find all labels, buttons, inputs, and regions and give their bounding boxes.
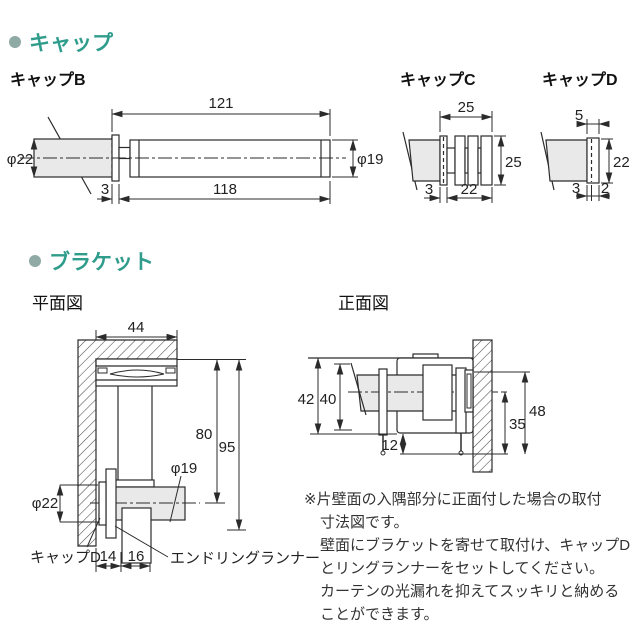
cap-neck xyxy=(118,146,131,160)
cap-d-plate xyxy=(98,481,107,526)
dim-front-center-bottom: 35 xyxy=(509,416,526,433)
dim-cap-b-body: 118 xyxy=(213,181,237,198)
leader-line xyxy=(169,475,182,523)
note-line: 寸法図です。 xyxy=(320,514,409,531)
note-line: カーテンの光漏れを抑えてスッキリと納める xyxy=(320,583,620,600)
cap-c-drawing: 25 25 3 22 xyxy=(402,99,522,203)
section-header-cap: キャップ xyxy=(9,27,113,57)
dim-cap-d-protrude: 2 xyxy=(601,180,609,197)
dim-front-pin: 12 xyxy=(381,437,398,454)
dim-cap-b-total: 121 xyxy=(208,95,233,112)
dim-cap-b-rail-dia: φ22 xyxy=(7,151,33,168)
dim-cap-b-inset: 3 xyxy=(101,181,109,198)
note-line: ※片壁面の入隅部分に正面付した場合の取付 xyxy=(304,491,602,508)
dim-plan-bracket: 16 xyxy=(128,548,145,565)
rail-body xyxy=(356,374,426,412)
dim-cap-d-inset: 3 xyxy=(572,180,580,197)
bracket-clamp xyxy=(422,364,453,421)
label-cap-c: キャップC xyxy=(400,72,476,89)
dim-plan-to-front: 95 xyxy=(219,439,236,456)
dim-plan-wall-offset: 14 xyxy=(100,548,117,565)
cap-ring xyxy=(467,135,479,186)
dim-cap-d-width: 5 xyxy=(575,107,583,124)
ring-runner xyxy=(378,368,388,436)
cap-plate xyxy=(586,137,600,184)
bracket-plate xyxy=(95,358,178,387)
dim-cap-c-inset: 3 xyxy=(425,181,433,198)
label-front-view: 正面図 xyxy=(338,294,389,313)
cap-ring xyxy=(454,135,466,186)
cap-b-drawing: 121 118 3 φ22 φ19 xyxy=(7,95,383,204)
dim-cap-b-cap-dia: φ19 xyxy=(357,151,383,168)
dim-plan-to-center: 80 xyxy=(196,426,213,443)
section-header-bracket: ブラケット xyxy=(29,246,154,276)
dim-cap-c-body: 22 xyxy=(461,181,478,198)
note-line: ことができます。 xyxy=(320,606,439,623)
wall-hatch xyxy=(472,339,493,473)
dim-cap-c-total: 25 xyxy=(458,99,475,116)
section-bullet-icon xyxy=(29,255,41,267)
end-ring-runner xyxy=(105,468,117,539)
label-cap-b: キャップB xyxy=(10,72,86,89)
leaf-spring xyxy=(109,369,165,375)
dim-plan-width: 44 xyxy=(128,319,145,336)
section-title-bracket: ブラケット xyxy=(49,251,154,274)
front-view-drawing: 42 40 12 35 48 xyxy=(298,339,546,473)
leader-line xyxy=(114,525,169,558)
dim-plan-cap-dia: φ19 xyxy=(171,460,197,477)
label-plan-view: 平面図 xyxy=(32,294,83,313)
leader-line xyxy=(86,517,101,548)
cap-ring xyxy=(480,135,493,186)
callout-cap-d: キャップD xyxy=(30,549,101,566)
callout-end-ring-runner: エンドリングランナー xyxy=(170,550,320,567)
cap-d-plate xyxy=(464,369,474,413)
section-title-cap: キャップ xyxy=(29,32,113,55)
notes-block: ※片壁面の入隅部分に正面付した場合の取付 寸法図です。 壁面にブラケットを寄せて… xyxy=(304,488,640,626)
dim-front-inner: 40 xyxy=(320,391,337,408)
break-line xyxy=(350,362,367,416)
dim-plan-rail-dia: φ22 xyxy=(32,495,58,512)
note-line: とリングランナーをセットしてください。 xyxy=(320,560,605,577)
plan-view-drawing: 44 80 95 φ19 φ22 14 16 キャップD エンドリングランナー xyxy=(30,319,320,572)
label-cap-d: キャップD xyxy=(542,72,618,89)
note-line: 壁面にブラケットを寄せて取付け、キャップD xyxy=(320,537,631,554)
dim-front-total: 48 xyxy=(529,403,546,420)
cap-d-drawing: 5 22 3 2 xyxy=(540,107,630,201)
dim-cap-d-height: 22 xyxy=(613,154,630,171)
rail-body xyxy=(408,139,441,182)
rail-body xyxy=(545,139,588,182)
dim-cap-c-height: 25 xyxy=(505,154,522,171)
dim-front-outer: 42 xyxy=(298,391,315,408)
section-bullet-icon xyxy=(9,36,21,48)
